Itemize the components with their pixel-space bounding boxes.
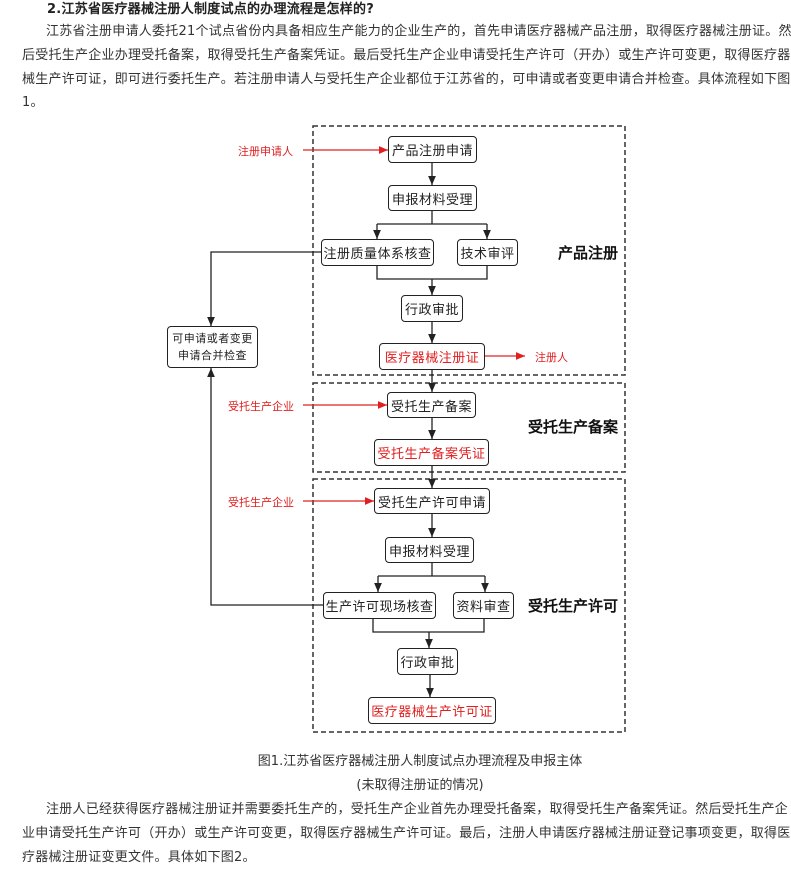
actor-applicant-label: 注册申请人 bbox=[238, 145, 293, 158]
intro-line: 江苏省注册申请人委托21个试点省份内具备相应生产能力的企业生产的，首先申请医疗器… bbox=[46, 24, 791, 39]
outro-line: 注册人已经获得医疗器械注册证并需要委托生产的，受托生产企业首先办理受托备案，取得… bbox=[46, 802, 789, 817]
node-registration-certificate: 医疗器械注册证 bbox=[379, 343, 485, 370]
combined-check-line: 可申请或者变更 bbox=[172, 332, 253, 345]
section-frame-product bbox=[312, 125, 626, 376]
section-title-product: 产品注册 bbox=[558, 244, 619, 262]
intro-line: 1。 bbox=[22, 95, 44, 110]
node-product-accept: 申报材料受理 bbox=[388, 185, 477, 211]
node-product-apply: 产品注册申请 bbox=[388, 136, 477, 163]
node-tech-review: 技术审评 bbox=[457, 239, 518, 266]
actor-registrant-label: 注册人 bbox=[535, 351, 568, 364]
intro-line: 械生产许可证，即可进行委托生产。若注册申请人与受托生产企业都位于江苏省的，可申请… bbox=[22, 72, 791, 87]
node-doc-review: 资料审查 bbox=[453, 592, 514, 619]
section-title-license: 受托生产许可 bbox=[528, 597, 619, 615]
node-license-accept: 申报材料受理 bbox=[385, 537, 474, 563]
actor-entrusted-label: 受托生产企业 bbox=[228, 400, 294, 413]
section-heading: 2.江苏省医疗器械注册人制度试点的办理流程是怎样的? bbox=[47, 2, 375, 17]
actor-entrusted-label: 受托生产企业 bbox=[228, 496, 294, 509]
node-qms-check: 注册质量体系核查 bbox=[321, 239, 434, 266]
node-site-check: 生产许可现场核查 bbox=[323, 592, 436, 619]
outro-line: 疗器械注册证变更文件。具体如下图2。 bbox=[22, 850, 256, 865]
node-production-license: 医疗器械生产许可证 bbox=[368, 697, 496, 724]
combined-check-box: 可申请或者变更 申请合并检查 bbox=[167, 326, 258, 368]
outro-line: 业申请受托生产许可（开办）或生产许可变更，取得医疗器械生产许可证。最后，注册人申… bbox=[22, 826, 791, 841]
node-license-approve: 行政审批 bbox=[397, 648, 458, 675]
combined-check-line: 申请合并检查 bbox=[178, 349, 247, 362]
intro-line: 后受托生产企业办理受托备案，取得受托生产备案凭证。最后受托生产企业申请受托生产许… bbox=[22, 48, 791, 63]
node-license-apply: 受托生产许可申请 bbox=[374, 488, 490, 514]
section-title-filing: 受托生产备案 bbox=[528, 418, 619, 436]
node-filing-certificate: 受托生产备案凭证 bbox=[374, 439, 489, 466]
figure-caption: 图1.江苏省医疗器械注册人制度试点办理流程及申报主体 bbox=[257, 754, 583, 769]
node-filing-apply: 受托生产备案 bbox=[387, 392, 476, 418]
section-frame-filing bbox=[312, 382, 626, 473]
node-product-approve: 行政审批 bbox=[401, 295, 463, 322]
figure-subcaption: (未取得注册证的情况) bbox=[356, 778, 484, 793]
